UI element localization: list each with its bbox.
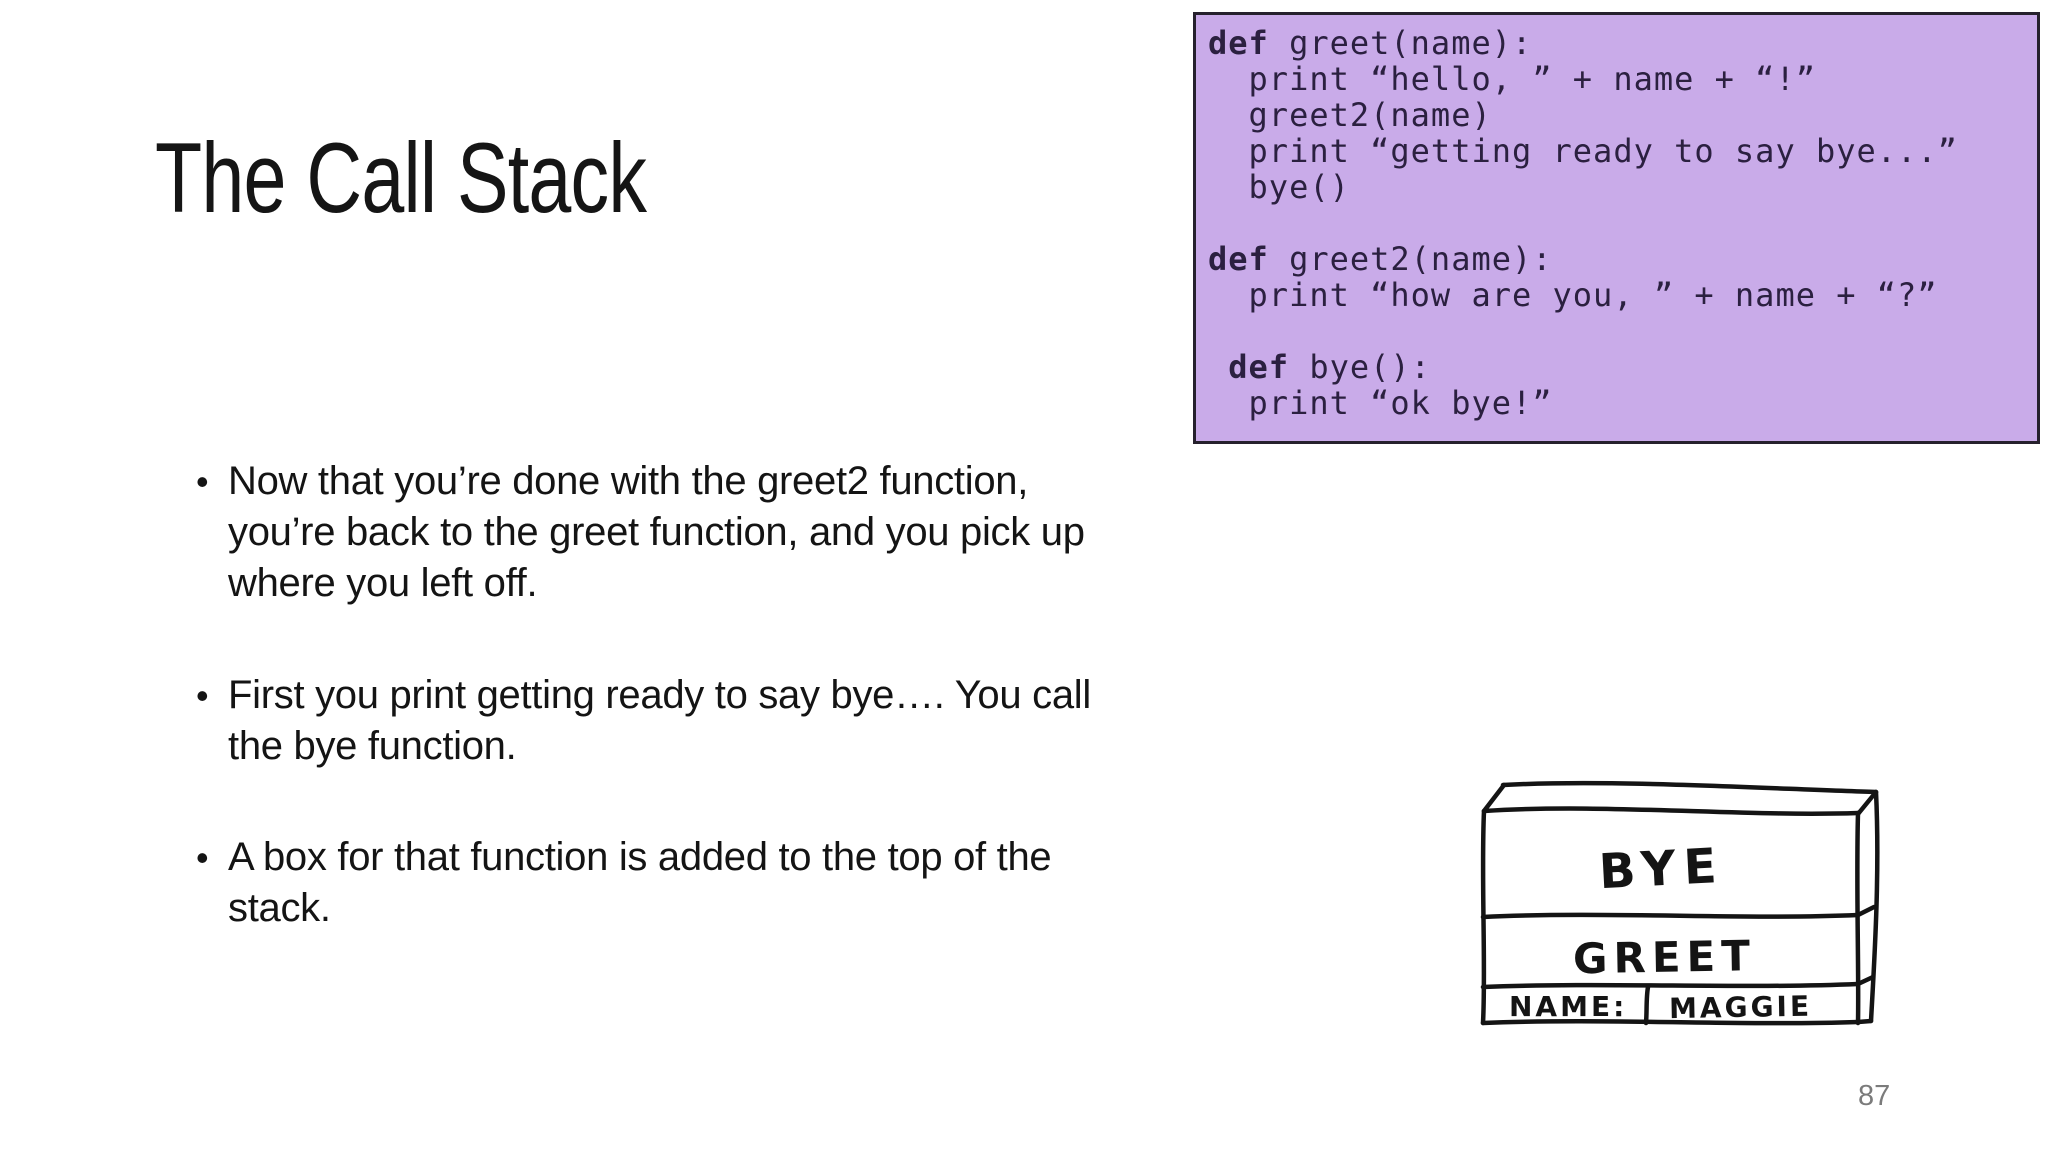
box-top-back-edge — [1500, 780, 1879, 795]
box-bottom-right-connect — [1855, 1018, 1874, 1025]
divider-greet-name-side — [1855, 974, 1876, 987]
code-keyword: def — [1208, 348, 1290, 386]
code-line: greet2(name) — [1208, 96, 1492, 134]
code-line: def greet2(name): — [1208, 240, 1553, 278]
bullet-list: • Now that you’re done with the greet2 fu… — [196, 0, 1316, 1152]
bullet-dot: • — [196, 461, 209, 502]
bullet-dot: • — [196, 675, 209, 716]
code-line: def greet(name): — [1208, 24, 1533, 62]
code-snippet-panel: def greet(name): print “hello, ” + name … — [1193, 12, 2040, 444]
code-line — [1208, 205, 2037, 241]
bullet-item: • First you print getting ready to say by… — [196, 670, 1091, 772]
code-keyword: def — [1208, 24, 1269, 62]
bullet-item: • A box for that function is added to the… — [196, 832, 1052, 934]
bullet-text-line: Now that you’re done with the greet2 fun… — [228, 459, 1029, 503]
code-keyword: def — [1208, 240, 1269, 278]
box-bottom-edge — [1480, 1019, 1861, 1026]
bullet-dot: • — [196, 837, 209, 878]
box-top-right-slant — [1855, 789, 1879, 817]
bullet-text-line: stack. — [228, 886, 331, 930]
page-number: 87 — [1858, 1080, 1891, 1112]
divider-greet-name — [1480, 981, 1861, 990]
bullet-text-line: where you left off. — [228, 561, 538, 605]
slide-title: The Call Stack — [155, 122, 647, 233]
box-top-left-slant — [1481, 782, 1507, 814]
code-line: print “how are you, ” + name + “?” — [1208, 276, 1938, 314]
divider-bye-greet-side — [1855, 904, 1877, 918]
code-line: print “getting ready to say bye...” — [1208, 132, 1958, 170]
frame-label-greet: GREET — [1573, 931, 1757, 983]
code-line: print “hello, ” + name + “!” — [1208, 60, 1816, 98]
code-line: def bye(): — [1208, 348, 1431, 386]
bullet-item: • Now that you’re done with the greet2 fu… — [196, 456, 1085, 609]
frame-label-bye: BYE — [1598, 838, 1726, 900]
bullet-text-line: First you print getting ready to say bye… — [228, 673, 1091, 717]
divider-bye-greet — [1480, 912, 1861, 920]
bullet-text-line: you’re back to the greet function, and y… — [228, 510, 1085, 554]
name-value: MAGGIE — [1669, 990, 1813, 1025]
call-stack-diagram: BYE GREET NAME: MAGGIE — [1480, 780, 1880, 1026]
box-left-edge — [1480, 808, 1487, 1026]
code-line — [1208, 313, 2037, 349]
name-cell-divider — [1643, 984, 1651, 1026]
code-line: print “ok bye!” — [1208, 384, 1553, 422]
bullet-text: A box for that function is added to the … — [228, 832, 1052, 934]
name-label: NAME: — [1509, 990, 1627, 1023]
code-line: bye() — [1208, 168, 1350, 206]
box-front-top-edge — [1481, 806, 1861, 816]
box-outer-right-edge — [1868, 789, 1880, 1024]
bullet-text: Now that you’re done with the greet2 fun… — [228, 456, 1085, 609]
bullet-text-line: the bye function. — [228, 724, 517, 768]
bullet-text: First you print getting ready to say bye… — [228, 670, 1091, 772]
box-front-right-edge — [1855, 810, 1861, 1026]
bullet-text-line: A box for that function is added to the … — [228, 835, 1052, 879]
